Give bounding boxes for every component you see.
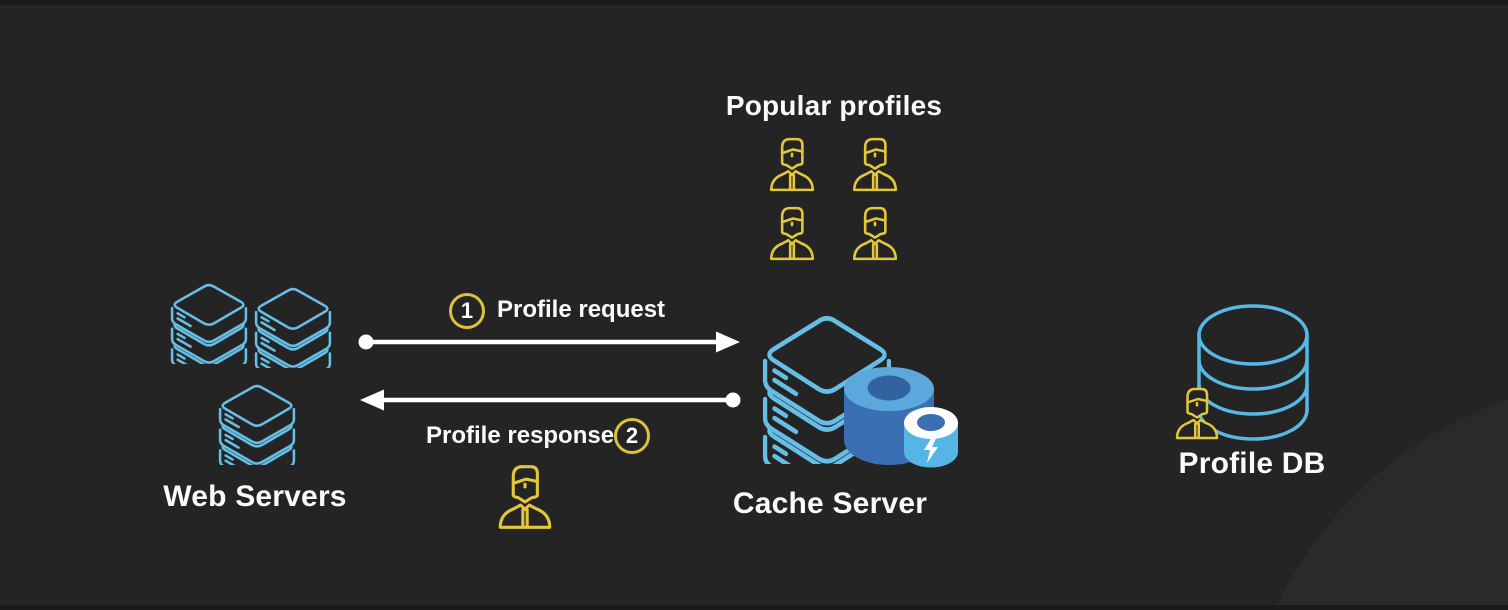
person-icon: [852, 206, 898, 261]
person-icon: [1175, 387, 1219, 440]
step-1-badge: 1: [449, 293, 485, 329]
profile-request-label: Profile request: [497, 296, 666, 323]
person-icon: [769, 206, 815, 261]
lightning-bolt-icon: [924, 434, 938, 463]
top-edge-bar: [0, 0, 1508, 5]
request-arrow-right-icon: [358, 331, 740, 353]
person-icon: [769, 137, 815, 192]
step-2-badge: 2: [614, 418, 650, 454]
popular-profiles-title: Popular profiles: [725, 90, 943, 121]
server-stack-icon: [166, 261, 252, 364]
profile-response-label: Profile response: [426, 422, 615, 449]
person-icon: [498, 465, 552, 529]
web-servers-label: Web Servers: [163, 480, 347, 513]
lightning-cache-cylinder-icon: [904, 407, 958, 468]
cache-server-label: Cache Server: [732, 487, 928, 520]
profile-db-label: Profile DB: [1178, 447, 1326, 480]
person-icon: [852, 137, 898, 192]
bottom-edge-bar: [0, 605, 1508, 610]
server-stack-icon: [214, 362, 300, 465]
response-arrow-left-icon: [360, 389, 741, 411]
server-stack-icon: [250, 265, 336, 368]
